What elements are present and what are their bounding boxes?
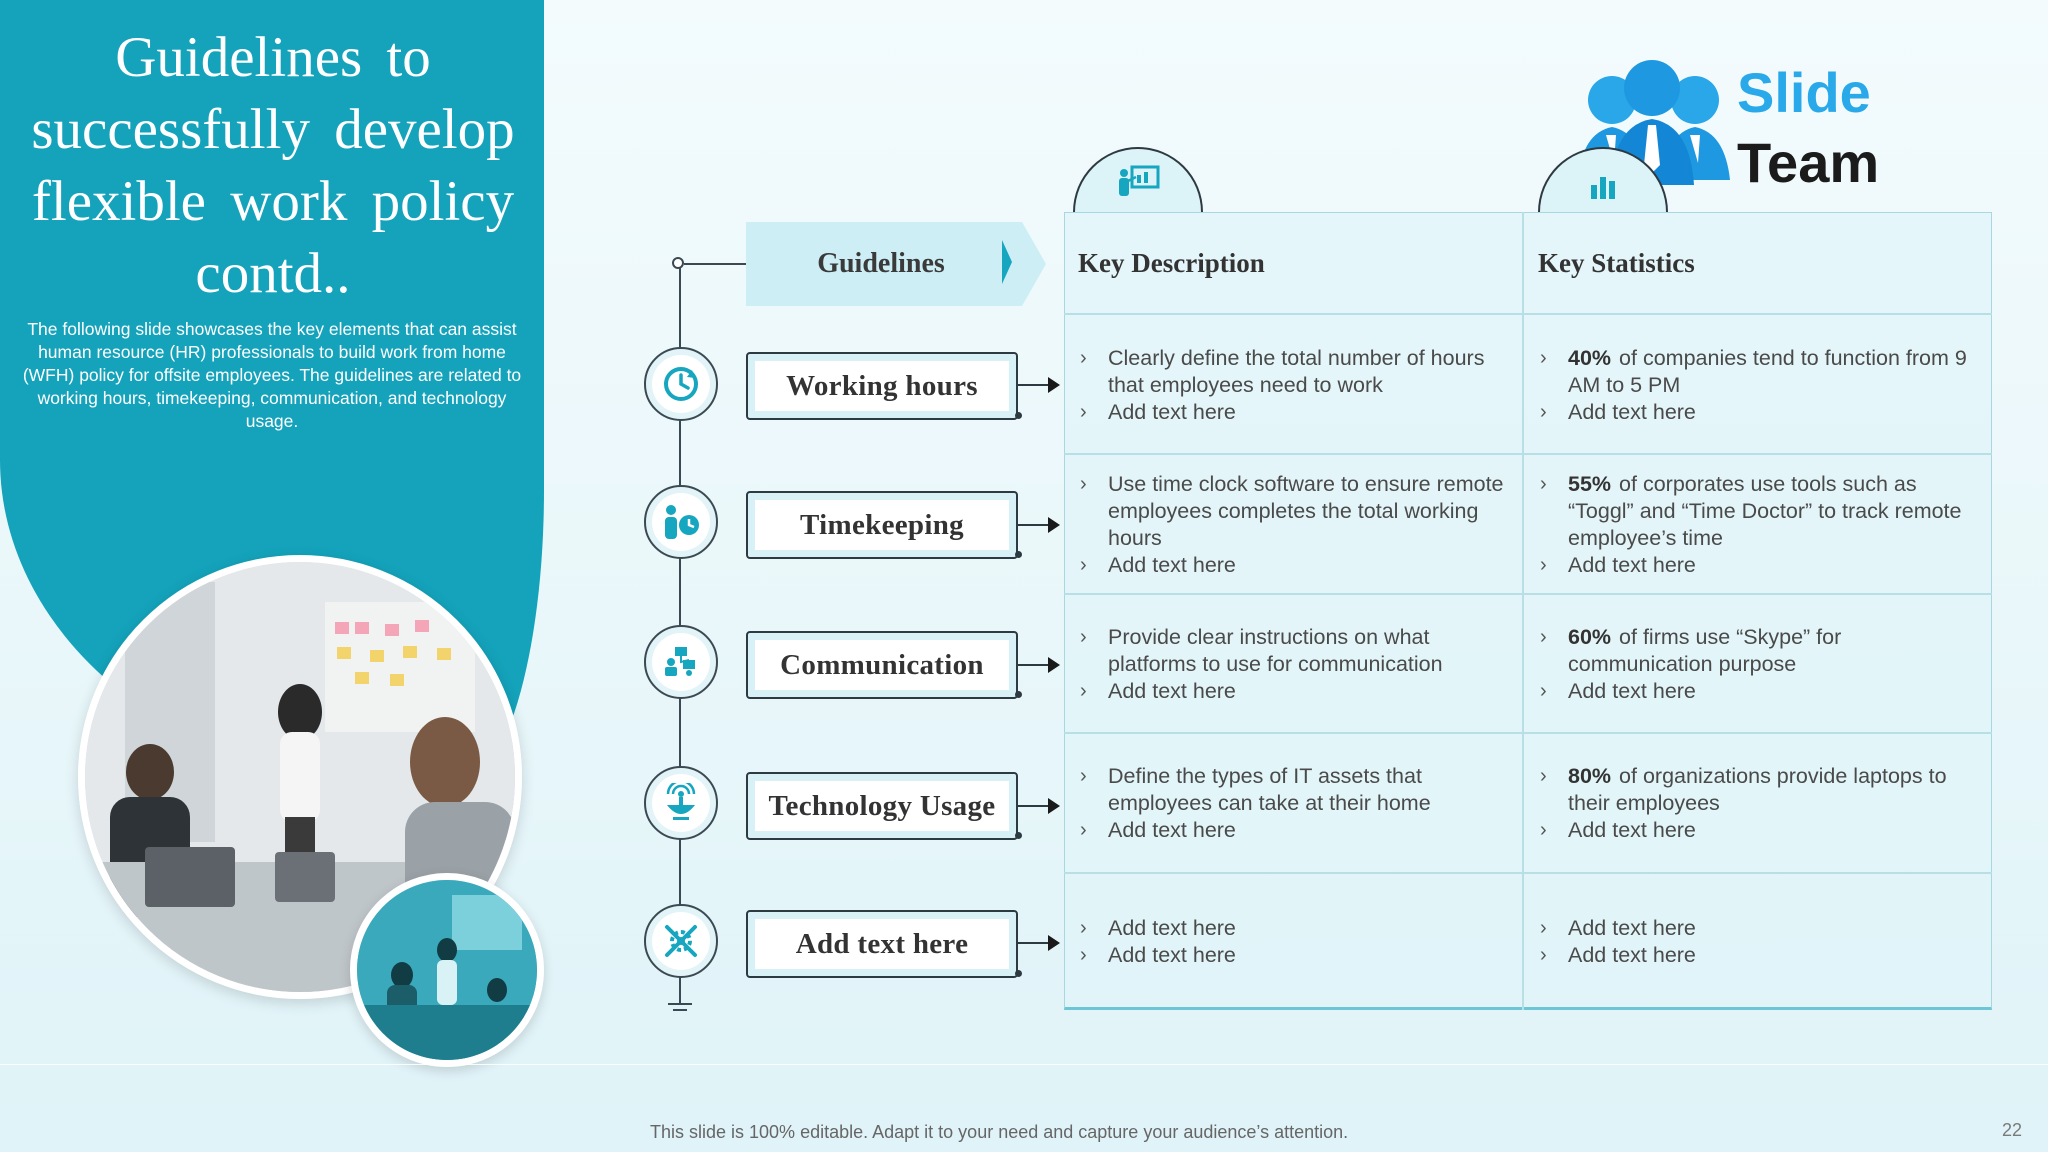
statistic-bullet: Add text here (1538, 399, 1968, 426)
timeline-start-node (672, 257, 684, 269)
timeline-end-cap (668, 1003, 692, 1013)
table-row-description: Add text here Add text here (1078, 915, 1508, 969)
wifi-globe-icon (644, 766, 718, 840)
header-key-description: Key Description (1078, 247, 1265, 278)
table-row-statistics: 80%of organizations provide laptops to t… (1538, 763, 1968, 844)
guidelines-header-label: Guidelines (817, 248, 945, 279)
statistic-bullet: 80%of organizations provide laptops to t… (1538, 763, 1968, 817)
description-bullet: Add text here (1078, 552, 1508, 579)
description-bullet: Use time clock software to ensure remote… (1078, 471, 1508, 552)
statistic-bullet: 60%of firms use “Skype” for communicatio… (1538, 624, 1968, 678)
arrow-right-icon (1048, 798, 1060, 814)
step-working-hours: Working hours (746, 352, 1018, 420)
footer-note: This slide is 100% editable. Adapt it to… (650, 1122, 1349, 1142)
step-box-dot (1015, 832, 1022, 839)
table-row-description: Clearly define the total number of hours… (1078, 345, 1508, 426)
statistic-bullet: Add text here (1538, 817, 1968, 844)
arrow-right-icon (1048, 657, 1060, 673)
statistic-bullet: Add text here (1538, 552, 1968, 579)
guidelines-header-box (746, 222, 1046, 306)
description-bullet: Add text here (1078, 915, 1508, 942)
arrow-right-icon (1048, 377, 1060, 393)
slide-title: Guidelines to successfully develop flexi… (31, 26, 515, 305)
table-row-statistics: Add text here Add text here (1538, 915, 1968, 969)
step-arrow (1018, 805, 1050, 807)
description-bullet: Clearly define the total number of hours… (1078, 345, 1508, 399)
header-key-statistics: Key Statistics (1538, 247, 1695, 278)
step-add-text: Add text here (746, 910, 1018, 978)
description-bullet: Add text here (1078, 678, 1508, 705)
table-row-divider (1064, 872, 1992, 874)
guidelines-arrow-icon (1002, 240, 1012, 284)
slide-subtitle: The following slide showcases the key el… (22, 319, 522, 431)
statistic-percent: 80% (1568, 764, 1612, 788)
timeline-connector (684, 263, 746, 265)
step-communication: Communication (746, 631, 1018, 699)
statistic-percent: 40% (1568, 346, 1612, 370)
table-row-divider (1064, 593, 1992, 595)
table-row-description: Define the types of IT assets that emplo… (1078, 763, 1508, 844)
step-arrow (1018, 664, 1050, 666)
team-discussion-photo (350, 873, 544, 1067)
table-row-statistics: 55%of corporates use tools such as “Togg… (1538, 471, 1968, 579)
gear-cross-icon (644, 904, 718, 978)
statistic-bullet: Add text here (1538, 678, 1968, 705)
table-row-divider (1064, 732, 1992, 734)
step-arrow (1018, 942, 1050, 944)
logo-word-slide: Slide (1737, 61, 1871, 124)
clock-refresh-icon (644, 347, 718, 421)
step-box-dot (1015, 970, 1022, 977)
arrow-right-icon (1048, 935, 1060, 951)
table-row-description: Provide clear instructions on what platf… (1078, 624, 1508, 705)
description-bullet: Define the types of IT assets that emplo… (1078, 763, 1508, 817)
statistic-percent: 60% (1568, 625, 1612, 649)
description-bullet: Add text here (1078, 817, 1508, 844)
step-arrow (1018, 524, 1050, 526)
people-network-icon (644, 625, 718, 699)
step-box-dot (1015, 412, 1022, 419)
statistic-percent: 55% (1568, 472, 1612, 496)
statistic-bullet: 55%of corporates use tools such as “Togg… (1538, 471, 1968, 552)
table-column-divider (1522, 212, 1524, 1010)
statistic-text: of companies tend to function from 9 AM … (1568, 346, 1967, 397)
footer-divider (0, 1064, 2048, 1065)
description-bullet: Add text here (1078, 942, 1508, 969)
statistic-text: of organizations provide laptops to thei… (1568, 764, 1947, 815)
step-box-dot (1015, 551, 1022, 558)
table-row-divider (1064, 313, 1992, 315)
statistic-bullet: 40%of companies tend to function from 9 … (1538, 345, 1968, 399)
step-box-dot (1015, 691, 1022, 698)
table-row-description: Use time clock software to ensure remote… (1078, 471, 1508, 579)
guidelines-table (1064, 212, 1992, 1010)
table-row-statistics: 40%of companies tend to function from 9 … (1538, 345, 1968, 426)
arrow-right-icon (1048, 517, 1060, 533)
presentation-icon (1073, 147, 1203, 213)
description-bullet: Add text here (1078, 399, 1508, 426)
step-technology-usage: Technology Usage (746, 772, 1018, 840)
description-bullet: Provide clear instructions on what platf… (1078, 624, 1508, 678)
page-number: 22 (2002, 1120, 2023, 1140)
person-clock-icon (644, 485, 718, 559)
table-row-statistics: 60%of firms use “Skype” for communicatio… (1538, 624, 1968, 705)
statistic-text: of firms use “Skype” for communication p… (1568, 625, 1842, 676)
logo-word-team: Team (1737, 131, 1880, 194)
table-row-divider (1064, 453, 1992, 455)
step-timekeeping: Timekeeping (746, 491, 1018, 559)
statistic-text: of corporates use tools such as “Toggl” … (1568, 472, 1962, 550)
statistic-bullet: Add text here (1538, 915, 1968, 942)
step-arrow (1018, 384, 1050, 386)
statistic-bullet: Add text here (1538, 942, 1968, 969)
